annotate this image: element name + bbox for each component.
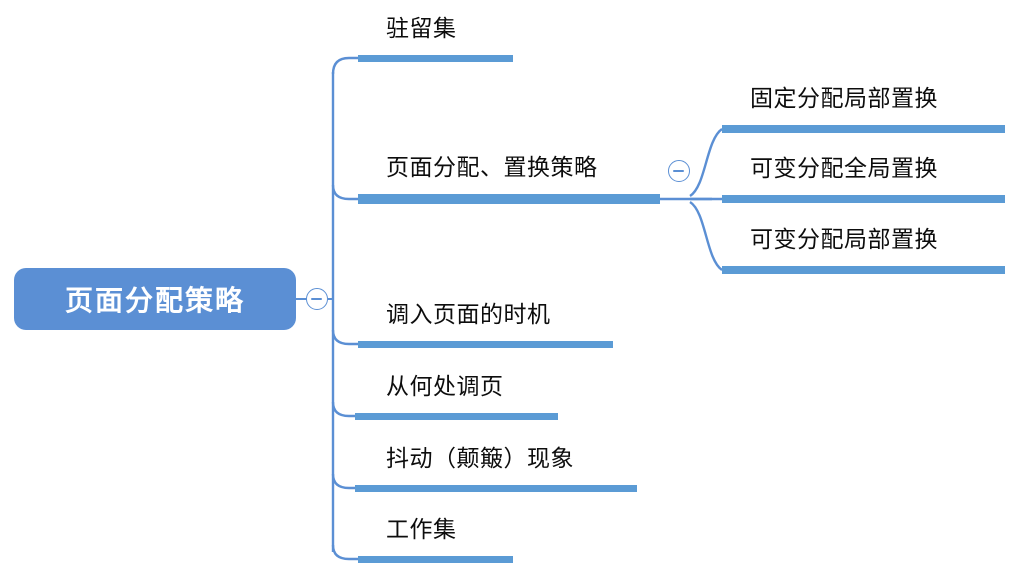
connector-branch-1 bbox=[331, 56, 360, 75]
branch-bar-5 bbox=[355, 485, 637, 492]
connector-sub-3 bbox=[689, 200, 723, 271]
branch-label-page-source[interactable]: 从何处调页 bbox=[386, 374, 504, 400]
sub-branch-label-variable-local[interactable]: 可变分配局部置换 bbox=[750, 227, 938, 253]
connector-branch-5 bbox=[331, 473, 360, 490]
root-node-label: 页面分配策略 bbox=[64, 284, 245, 317]
branch-bar-6 bbox=[358, 556, 513, 563]
connector-branch-4 bbox=[331, 401, 360, 418]
connector-sub-1 bbox=[689, 128, 723, 198]
collapse-minus-icon-alloc[interactable] bbox=[668, 160, 690, 182]
connector-branch-6 bbox=[331, 544, 360, 561]
sub-branch-bar-2 bbox=[722, 195, 1005, 203]
branch-bar-4 bbox=[355, 413, 558, 420]
branch-bar-1 bbox=[358, 55, 513, 62]
branch-label-alloc-replace-policy[interactable]: 页面分配、置换策略 bbox=[386, 155, 598, 181]
branch-label-thrashing[interactable]: 抖动（颠簸）现象 bbox=[386, 446, 574, 472]
collapse-minus-icon-root[interactable] bbox=[306, 288, 328, 310]
branch-label-driver-set[interactable]: 驻留集 bbox=[386, 16, 457, 42]
branch-bar-3 bbox=[358, 341, 613, 348]
branch-label-page-in-timing[interactable]: 调入页面的时机 bbox=[386, 302, 551, 328]
connector-branch-2 bbox=[331, 184, 360, 201]
branch-bar-2 bbox=[358, 194, 660, 204]
branch-label-working-set[interactable]: 工作集 bbox=[386, 517, 457, 543]
sub-branch-bar-3 bbox=[722, 266, 1005, 274]
sub-branch-label-fixed-local[interactable]: 固定分配局部置换 bbox=[750, 86, 938, 112]
connector-branch-3 bbox=[331, 329, 360, 346]
sub-branch-label-variable-global[interactable]: 可变分配全局置换 bbox=[750, 156, 938, 182]
root-node[interactable]: 页面分配策略 bbox=[14, 268, 296, 330]
sub-branch-bar-1 bbox=[722, 125, 1005, 133]
